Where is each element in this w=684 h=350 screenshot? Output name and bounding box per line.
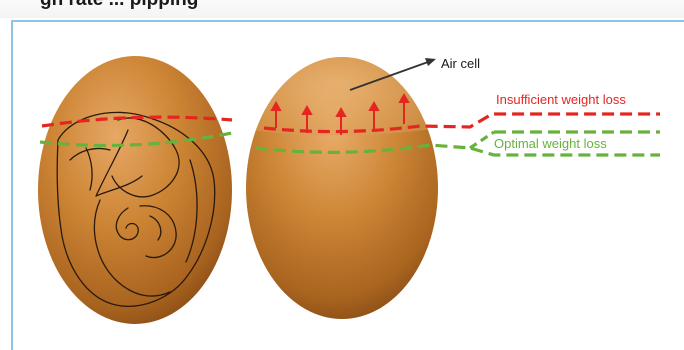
optimal-bracket xyxy=(470,132,494,148)
optimal-weight-loss-label: Optimal weight loss xyxy=(494,136,607,151)
air-cell-label: Air cell xyxy=(441,56,480,71)
insufficient-weight-loss-label: Insufficient weight loss xyxy=(496,92,626,107)
egg-diagram xyxy=(0,0,684,342)
left-egg xyxy=(38,56,232,324)
